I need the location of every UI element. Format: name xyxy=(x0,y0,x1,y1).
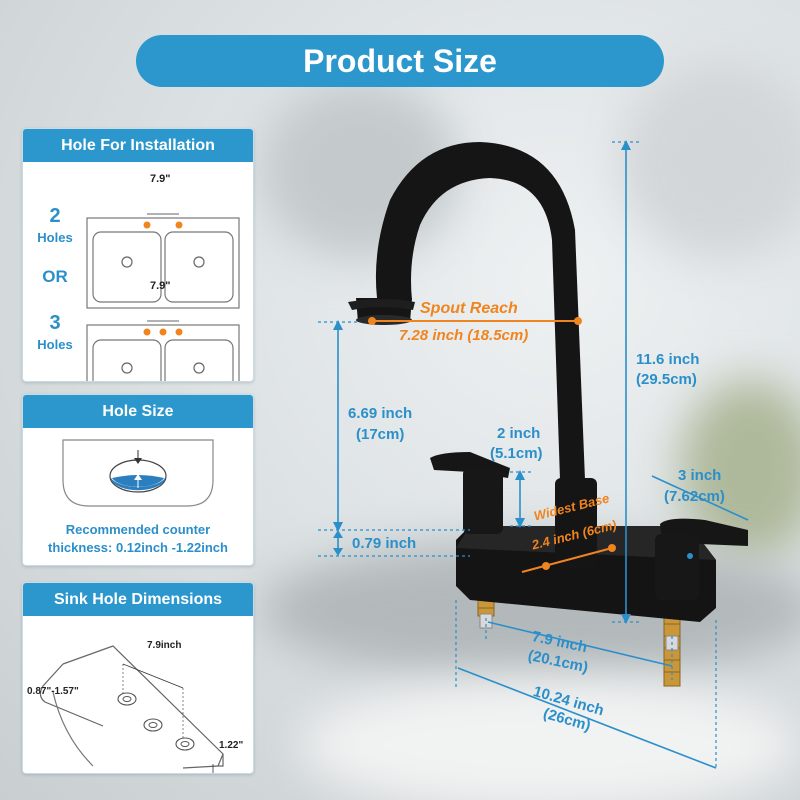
spout-height-metric: (17cm) xyxy=(356,426,405,443)
thickness-note-line-1: Recommended counter xyxy=(65,522,211,537)
base-height-value: 0.79 inch xyxy=(352,535,417,552)
sink-hole-heading: Sink Hole Dimensions xyxy=(23,583,253,616)
option-2-word: Holes xyxy=(37,230,73,245)
spout-base xyxy=(555,478,597,568)
sink-hole-card: Sink Hole Dimensions 7.9inch 0.87"-1.57"… xyxy=(22,582,254,774)
option-3-number: 3 xyxy=(49,312,61,334)
option-2-number: 2 xyxy=(49,205,61,227)
handle-height-value: 2 inch xyxy=(497,425,541,442)
spout-reach-value: 7.28 inch (18.5cm) xyxy=(399,327,529,344)
option-3-word: Holes xyxy=(37,337,73,352)
widest-base-line xyxy=(521,547,613,573)
spacing-label-2-hole: 7.9" xyxy=(150,173,171,185)
spout-reach-title: Spout Reach xyxy=(420,300,518,317)
thickness-note-line-2: thickness: 0.12inch -1.22inch xyxy=(48,540,228,555)
handle-length-value: 3 inch xyxy=(678,467,722,484)
hole-marker xyxy=(175,328,183,336)
handle-length-metric: (7.62cm) xyxy=(664,488,725,505)
cold-indicator xyxy=(687,553,693,559)
hole-marker xyxy=(143,328,151,336)
hole-marker xyxy=(159,328,167,336)
or-separator: OR xyxy=(42,267,68,286)
sink-top-diagrams xyxy=(86,213,240,381)
hole-installation-card: Hole For Installation 7.9" 7.9" 2 Holes xyxy=(22,128,254,382)
background-blur xyxy=(300,680,800,800)
hole-size-card: Hole Size Recommended counter thickness:… xyxy=(22,394,254,566)
spacing-label-3-hole: 7.9" xyxy=(150,280,171,292)
page-title: Product Size xyxy=(136,35,664,87)
overall-width-line xyxy=(457,667,717,769)
hole-marker xyxy=(175,221,183,229)
total-height-value: 11.6 inch xyxy=(636,351,700,368)
spout-height-value: 6.69 inch xyxy=(348,405,413,422)
handle-length-line xyxy=(651,475,749,521)
sink-hole-diameter-label: 0.87"-1.57" xyxy=(27,686,79,697)
total-height-metric: (29.5cm) xyxy=(636,371,697,388)
spout-body xyxy=(375,142,585,480)
center-spacing-line xyxy=(487,621,673,667)
hole-size-diagram xyxy=(62,439,214,507)
hole-installation-heading: Hole For Installation xyxy=(23,129,253,162)
background-blur xyxy=(620,60,800,260)
handle-height-metric: (5.1cm) xyxy=(490,445,543,462)
sink-thickness-label: 1.22" xyxy=(219,740,244,751)
hole-size-heading: Hole Size xyxy=(23,395,253,428)
sink-spacing-label: 7.9inch xyxy=(147,640,182,651)
sink-hole-diagram xyxy=(39,645,224,773)
hole-marker xyxy=(143,221,151,229)
